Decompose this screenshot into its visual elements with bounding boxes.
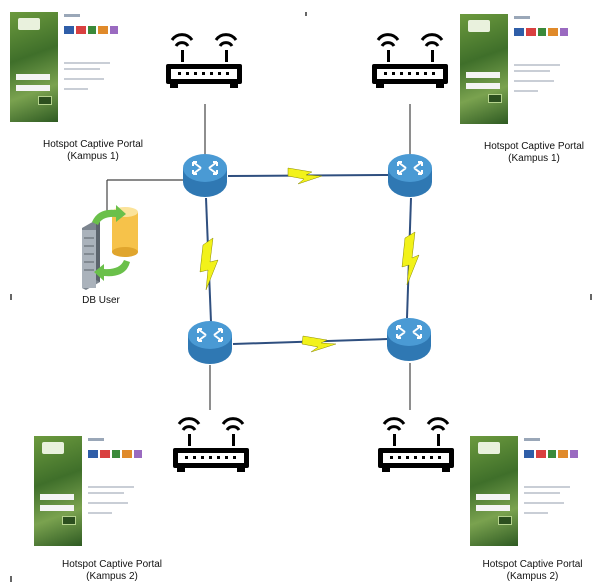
sponsor-logos-icon: [88, 450, 142, 458]
portal-sponsor-panel: [64, 12, 120, 122]
login-button: [498, 516, 512, 525]
stray-mark: [10, 294, 12, 300]
portal-login-panel: [10, 12, 58, 122]
wired-links: [106, 104, 411, 410]
login-button: [38, 96, 52, 105]
portal-login-panel: [34, 436, 82, 546]
stray-mark: [590, 294, 592, 300]
sponsor-logos-icon: [64, 26, 118, 34]
campus-logo-icon: [18, 18, 40, 30]
captive-portal-screenshot-bottom-right: [470, 436, 582, 548]
router-icon: [183, 154, 227, 197]
router-icon: [388, 154, 432, 197]
login-button: [488, 94, 502, 103]
captive-portal-screenshot-bottom-left: [34, 436, 146, 548]
stray-mark: [305, 12, 307, 16]
access-point-icon: [166, 33, 242, 88]
lightning-link-icon: [401, 231, 420, 286]
login-button: [62, 516, 76, 525]
db-user-node: [82, 205, 138, 290]
caption-portal-bottom-right: Hotspot Captive Portal (Kampus 2): [482, 559, 583, 582]
access-point-icon: [378, 417, 454, 472]
username-field: [466, 72, 500, 78]
password-field: [40, 505, 74, 511]
server-icon: [82, 220, 100, 290]
lightning-link-icon: [199, 237, 219, 291]
caption-portal-top-left: Hotspot Captive Portal (Kampus 1): [42, 139, 144, 162]
password-field: [466, 83, 500, 89]
portal-sponsor-panel: [524, 436, 580, 546]
password-field: [16, 85, 50, 91]
username-field: [476, 494, 510, 500]
caption-portal-bottom-left: Hotspot Captive Portal (Kampus 2): [61, 559, 163, 582]
portal-login-panel: [470, 436, 518, 546]
router-icon: [387, 318, 431, 361]
lightning-link-icon: [301, 335, 337, 353]
captive-portal-screenshot-top-right: [460, 14, 572, 126]
portal-login-panel: [460, 14, 508, 124]
captive-portal-screenshot-top-left: [10, 12, 122, 124]
stray-mark: [10, 576, 12, 582]
portal-sponsor-panel: [88, 436, 144, 546]
sponsor-logos-icon: [524, 450, 578, 458]
router-icon: [188, 321, 232, 364]
username-field: [40, 494, 74, 500]
access-point-icon: [372, 33, 448, 88]
portal-sponsor-panel: [514, 14, 570, 124]
caption-portal-top-right: Hotspot Captive Portal (Kampus 1): [483, 141, 585, 164]
username-field: [16, 74, 50, 80]
sync-arrows-icon: [92, 205, 130, 281]
sponsor-logos-icon: [514, 28, 568, 36]
lightning-link-icon: [287, 167, 323, 185]
campus-logo-icon: [468, 20, 490, 32]
campus-logo-icon: [42, 442, 64, 454]
password-field: [476, 505, 510, 511]
campus-logo-icon: [478, 442, 500, 454]
caption-db-user: DB User: [82, 295, 120, 306]
access-point-icon: [173, 417, 249, 472]
wan-links: [199, 167, 420, 353]
